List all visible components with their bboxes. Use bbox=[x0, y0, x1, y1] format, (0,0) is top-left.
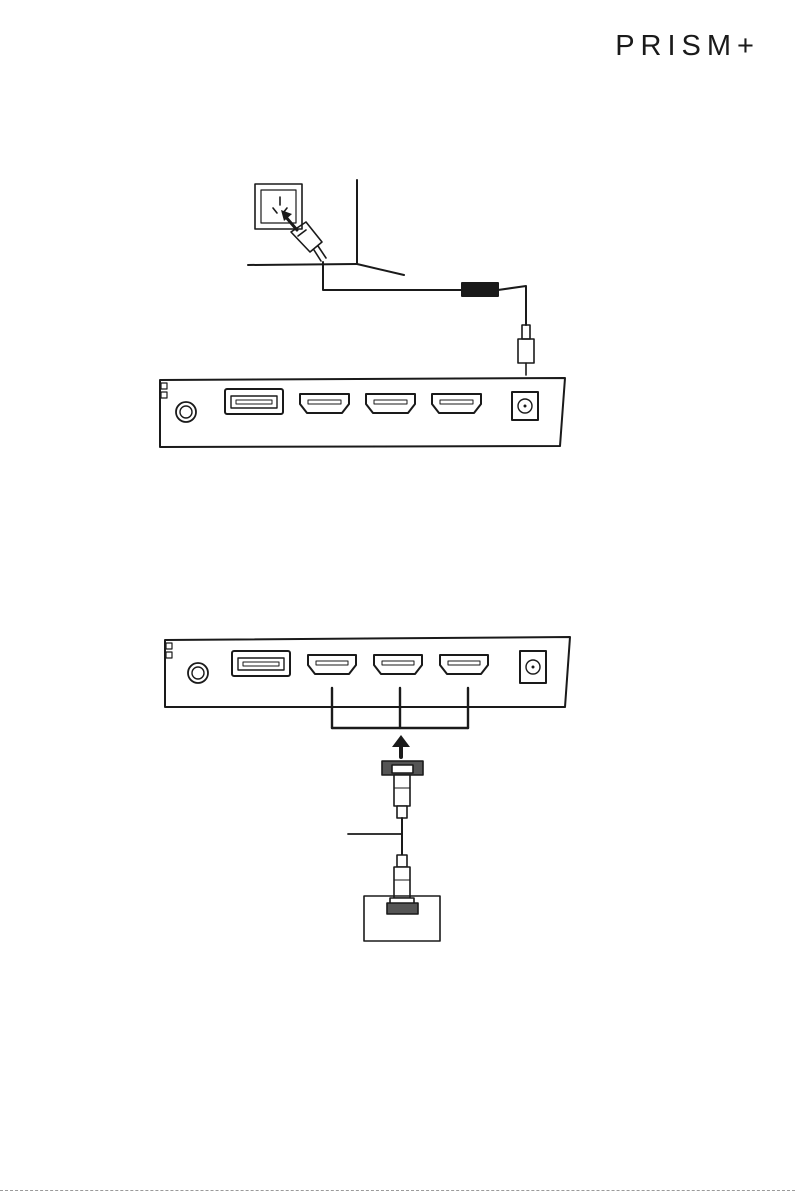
wall-outlet-icon bbox=[255, 184, 302, 229]
hdmi-port-1-icon bbox=[300, 394, 349, 413]
power-cord bbox=[323, 262, 526, 325]
hdmi-port-2-icon bbox=[366, 394, 415, 413]
hdmi-plug-top-icon bbox=[382, 761, 423, 818]
hdmi-connection-figure bbox=[165, 637, 570, 941]
dc-power-connector-icon bbox=[518, 325, 534, 375]
hdmi-port-1-icon-2 bbox=[308, 655, 356, 674]
dc-in-port-icon-2 bbox=[520, 651, 546, 683]
displayport-port-icon-2 bbox=[232, 651, 290, 676]
hdmi-port-3-icon-2 bbox=[440, 655, 488, 674]
page-bottom-rule bbox=[0, 1190, 795, 1191]
hdmi-port-2-icon-2 bbox=[374, 655, 422, 674]
audio-jack-port-icon bbox=[176, 402, 196, 422]
monitor-rear-panel-2 bbox=[165, 637, 570, 707]
audio-jack-port-icon-2 bbox=[188, 663, 208, 683]
plug-in-arrow-icon bbox=[281, 210, 297, 230]
monitor-rear-panel bbox=[160, 378, 565, 447]
power-plug-icon bbox=[291, 222, 326, 261]
up-arrow-icon bbox=[392, 735, 410, 757]
hdmi-cable bbox=[348, 818, 402, 855]
displayport-port-icon bbox=[225, 389, 283, 414]
wall-corner bbox=[248, 180, 404, 275]
power-connection-figure bbox=[160, 180, 565, 447]
dc-in-port-icon bbox=[512, 392, 538, 420]
hdmi-plug-bottom-icon bbox=[387, 855, 418, 914]
hdmi-port-3-icon bbox=[432, 394, 481, 413]
